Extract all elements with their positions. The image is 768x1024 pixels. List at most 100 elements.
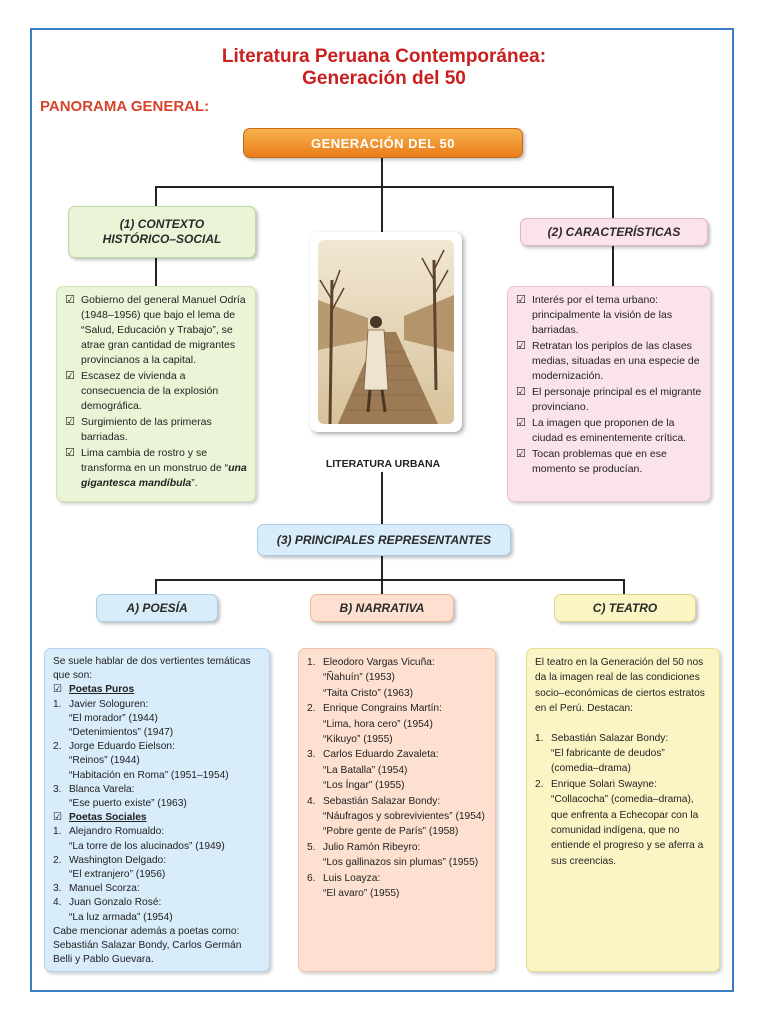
author-name: Enrique Congrains Martín:: [323, 703, 442, 715]
author-number: 2.: [535, 778, 544, 790]
poesia-box: Se suele hablar de dos vertientes temáti…: [44, 648, 270, 972]
author-name: Enrique Solari Swayne:: [551, 778, 657, 790]
contexto-item: Escasez de vivienda a consecuencia de la…: [65, 369, 247, 414]
author-number: 3.: [53, 783, 62, 795]
caracteristica-item: Interés por el tema urbano: principalmen…: [516, 293, 702, 338]
poetas-sociales-heading: ☑Poetas Sociales: [53, 812, 147, 824]
author-name: Manuel Scorza:: [69, 883, 140, 895]
contexto-node: (1) CONTEXTO HISTÓRICO–SOCIAL: [68, 206, 256, 258]
caracteristica-item: Retratan los periplos de las clases medi…: [516, 339, 702, 384]
author-work: “Lima, hora cero” (1954): [323, 718, 433, 730]
author-work: “Kikuyo” (1955): [323, 734, 393, 746]
author-work: “El morador” (1944): [69, 712, 158, 724]
caracteristicas-box: Interés por el tema urbano: principalmen…: [507, 286, 711, 502]
contexto-item: Lima cambia de rostro y se transforma en…: [65, 446, 247, 491]
author-number: 2.: [307, 703, 316, 715]
connector-center-top: [381, 158, 383, 232]
author-entry: 2. Enrique Solari Swayne:: [535, 777, 711, 792]
author-name: Javier Sologuren:: [69, 698, 149, 710]
teatro-node: C) TEATRO: [554, 594, 696, 622]
author-work: “La luz armada” (1954): [69, 911, 173, 923]
author-work: “Ñahuín” (1953): [323, 672, 395, 684]
author-name: Jorge Eduardo Eielson:: [69, 741, 175, 753]
author-entry: 2. Washington Delgado:: [53, 854, 261, 868]
author-work: “Reinos” (1944): [69, 755, 140, 767]
teatro-intro: El teatro en la Generación del 50 nos da…: [535, 657, 705, 715]
author-entry: 1. Sebastián Salazar Bondy:: [535, 731, 711, 746]
author-number: 1.: [307, 657, 316, 668]
author-work: “El extranjero” (1956): [69, 869, 166, 881]
contexto-item: Gobierno del general Manuel Odría (1948–…: [65, 293, 247, 368]
author-name: Sebastián Salazar Bondy:: [323, 795, 441, 807]
literatura-urbana-label: LITERATURA URBANA: [325, 458, 441, 470]
author-name: Juan Gonzalo Rosé:: [69, 897, 162, 909]
caracteristica-item: El personaje principal es el migrante pr…: [516, 385, 702, 415]
connector-left-drop: [155, 186, 157, 206]
author-work: “La torre de los alucinados” (1949): [69, 840, 225, 852]
author-name: Washington Delgado:: [69, 854, 167, 866]
poesia-node: A) POESÍA: [96, 594, 218, 622]
author-name: Eleodoro Vargas Vicuña:: [323, 657, 435, 668]
author-entry: 3. Blanca Varela:: [53, 783, 261, 797]
street-photo: [310, 232, 462, 432]
author-number: 4.: [53, 897, 62, 909]
narrativa-box: 1. Eleodoro Vargas Vicuña: “Ñahuín” (1953)…: [298, 648, 496, 972]
author-work: “Collacocha” (comedia–drama), que enfren…: [551, 794, 704, 867]
author-number: 6.: [307, 872, 316, 884]
author-number: 5.: [307, 841, 316, 853]
contexto-label-2: HISTÓRICO–SOCIAL: [102, 232, 222, 246]
author-entry: 5. Julio Ramón Ribeyro:: [307, 840, 487, 855]
teatro-box: El teatro en la Generación del 50 nos da…: [526, 648, 720, 972]
author-number: 3.: [53, 883, 62, 895]
author-entry: 2. Enrique Congrains Martín:: [307, 701, 487, 716]
connector-teatro: [623, 579, 625, 594]
author-work: “Los gallinazos sin plumas” (1955): [323, 857, 479, 869]
author-entry: 1. Eleodoro Vargas Vicuña:: [307, 655, 487, 670]
author-entry: 1. Alejandro Romualdo:: [53, 825, 261, 839]
author-entry: 3. Manuel Scorza:: [53, 882, 261, 896]
connector-urbana-down: [381, 472, 383, 524]
author-name: Sebastián Salazar Bondy:: [551, 732, 669, 744]
author-entry: 1. Javier Sologuren:: [53, 698, 261, 712]
page-title-line2: Generación del 50: [302, 68, 466, 89]
poetas-puros-list: 1. Javier Sologuren: “El morador” (1944) “D…: [53, 698, 261, 812]
representantes-node: (3) PRINCIPALES REPRESENTANTES: [257, 524, 511, 556]
author-work: “Náufragos y sobrevivientes” (1954): [323, 811, 485, 823]
caracteristicas-node: (2) CARACTERÍSTICAS: [520, 218, 708, 246]
author-work: “Habitación en Roma” (1951–1954): [69, 769, 229, 781]
author-number: 1.: [535, 732, 544, 744]
page-frame: [30, 28, 734, 992]
author-work: “Detenimientos” (1947): [69, 727, 174, 739]
connector-narrativa: [381, 579, 383, 594]
poetas-puros-heading: ☑Poetas Puros: [53, 684, 135, 696]
connector-poesia: [155, 579, 157, 594]
author-name: Alejandro Romualdo:: [69, 826, 165, 838]
author-work: “La Batalla” (1954): [323, 764, 408, 776]
author-number: 1.: [53, 826, 62, 838]
panorama-heading: PANORAMA GENERAL:: [40, 98, 210, 115]
author-entry: 6.Luis Loayza:: [307, 871, 487, 886]
caracteristica-item: Tocan problemas que en ese momento se pr…: [516, 447, 702, 477]
author-entry: 2. Jorge Eduardo Eielson:: [53, 740, 261, 754]
poesia-intro: Se suele hablar de dos vertientes temáti…: [53, 656, 251, 682]
poesia-closing: Cabe mencionar además a poetas como: Seb…: [53, 925, 242, 966]
narrativa-list: 1. Eleodoro Vargas Vicuña: “Ñahuín” (1953)…: [307, 655, 487, 902]
street-photo-image: [318, 240, 454, 424]
author-number: 2.: [53, 854, 62, 866]
author-number: 1.: [53, 698, 62, 710]
author-number: 2.: [53, 741, 62, 753]
author-name: Blanca Varela:: [69, 783, 135, 795]
connector-right-drop: [612, 186, 614, 218]
author-work: “El fabricante de deudos”: [551, 748, 665, 760]
poetas-sociales-list: 1. Alejandro Romualdo: “La torre de los al…: [53, 825, 261, 924]
generacion-50-node: GENERACIÓN DEL 50: [243, 128, 523, 158]
connector-bottom-horizontal: [155, 579, 625, 581]
gigantesca-mandibula: una gigantesca mandíbula: [81, 462, 247, 489]
connector-reps-down: [381, 556, 383, 580]
author-number: 4.: [307, 795, 316, 807]
contexto-label-1: (1) CONTEXTO: [119, 217, 205, 231]
author-name: Julio Ramón Ribeyro:: [323, 841, 421, 853]
author-entry: 4. Juan Gonzalo Rosé:: [53, 896, 261, 910]
author-work: “Ese puerto existe” (1963): [69, 798, 187, 810]
author-work: “El avaro” (1955): [323, 888, 400, 900]
